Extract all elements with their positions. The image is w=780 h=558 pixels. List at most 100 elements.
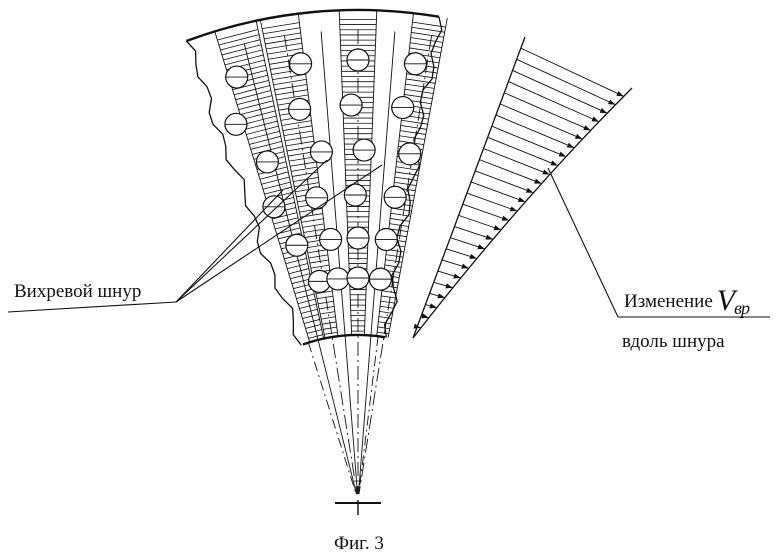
hatch-line: [299, 303, 317, 309]
hatch-line: [301, 218, 324, 223]
hatch-line: [390, 218, 410, 222]
hatch-line: [294, 288, 314, 295]
hatch-line: [400, 125, 427, 130]
hatch-line: [409, 47, 441, 54]
hatch-line: [221, 44, 262, 56]
leader-to-cord: [175, 164, 383, 303]
hatch-line: [378, 321, 391, 324]
hatch-line: [401, 119, 428, 125]
hatch-line: [405, 83, 435, 89]
arrowhead: [493, 225, 502, 231]
change-word: Изменение: [624, 291, 713, 312]
hatch-line: [308, 254, 328, 259]
hatch-line: [404, 94, 433, 100]
band-edge: [387, 18, 448, 338]
hatch-line: [275, 222, 300, 230]
arrowhead: [461, 263, 469, 269]
hatch-line: [310, 264, 330, 269]
arrowhead: [445, 283, 453, 289]
velocity-vector: [479, 159, 542, 184]
hatch-line: [400, 130, 426, 135]
hatch-line: [394, 176, 418, 181]
arrowhead: [477, 244, 485, 250]
velocity-vector: [475, 170, 534, 194]
hatch-line: [380, 300, 395, 304]
arrowhead: [485, 234, 493, 240]
hatch-line: [320, 311, 335, 315]
hatch-line: [380, 305, 394, 309]
hatch-line: [399, 135, 425, 140]
arrowhead: [469, 253, 477, 259]
velocity-vector: [508, 81, 600, 123]
hatch-line: [237, 95, 273, 106]
arrowhead: [429, 303, 437, 309]
velocity-distribution-fan: [412, 36, 633, 339]
leader-to-fan: [547, 167, 619, 318]
hatch-line: [290, 161, 317, 167]
arrowhead: [413, 323, 421, 329]
hatch-line: [265, 37, 302, 45]
hatch-line: [377, 331, 389, 335]
hatch-line: [322, 321, 337, 325]
hatch-line: [266, 42, 302, 50]
ray-line-dashed: [358, 336, 379, 495]
hatch-line: [250, 141, 282, 150]
velocity-symbol-main: V: [716, 284, 735, 317]
velocity-symbol-subscript: вр: [734, 298, 750, 318]
hatch-line: [378, 316, 392, 319]
velocity-vector: [483, 148, 550, 175]
left-break-edge: [185, 40, 302, 346]
hatch-line: [302, 223, 325, 228]
arrowhead: [566, 142, 575, 148]
hatch-line: [307, 249, 328, 254]
hatch-line: [410, 37, 443, 43]
hatch-line: [281, 120, 312, 126]
hatch-line: [267, 47, 303, 55]
hatch-line: [243, 115, 277, 125]
label-underline: [7, 301, 177, 313]
hatch-line: [296, 293, 315, 299]
velocity-vector: [516, 58, 616, 106]
hatch-line: [308, 334, 323, 339]
hatch-line: [217, 29, 259, 41]
hatch-line: [404, 88, 434, 94]
arrowhead: [616, 91, 624, 97]
hatch-line: [389, 223, 409, 227]
velocity-vector: [462, 203, 510, 221]
hatch-line: [290, 273, 310, 280]
arrowhead: [550, 160, 558, 166]
ray-line: [320, 31, 358, 495]
hatch-line: [394, 181, 417, 186]
hatch-line: [259, 171, 289, 180]
arrowhead: [437, 293, 445, 299]
hatch-line: [305, 324, 321, 329]
leader-lines: [7, 159, 770, 318]
hatch-line: [273, 217, 299, 225]
velocity-vector: [487, 136, 559, 166]
velocity-vector: [470, 181, 526, 203]
hatch-line: [319, 306, 335, 310]
figure-caption: Фиг. 3: [334, 533, 384, 554]
hatch-line: [286, 146, 315, 152]
hatch-line: [315, 290, 333, 295]
hatch-line: [381, 295, 396, 299]
velocity-vector: [495, 114, 575, 149]
hatch-line: [264, 186, 292, 195]
hatch-line: [287, 263, 308, 270]
hatch-line: [241, 110, 276, 120]
hatch-line: [411, 32, 444, 38]
hatch-line: [284, 135, 314, 142]
hatch-line: [285, 258, 307, 265]
hatch-line: [291, 166, 318, 172]
hatch-line: [321, 316, 336, 320]
hatch-line: [220, 39, 261, 51]
arrowhead: [591, 116, 599, 122]
hatch-line: [405, 78, 436, 84]
vortex-circles: [224, 48, 428, 293]
arrowhead: [607, 99, 616, 105]
hatch-line: [264, 32, 301, 40]
hatch-line: [238, 100, 274, 111]
along-cord-label: вдоль шнура: [622, 331, 725, 352]
fan-right-curve: [412, 87, 633, 339]
